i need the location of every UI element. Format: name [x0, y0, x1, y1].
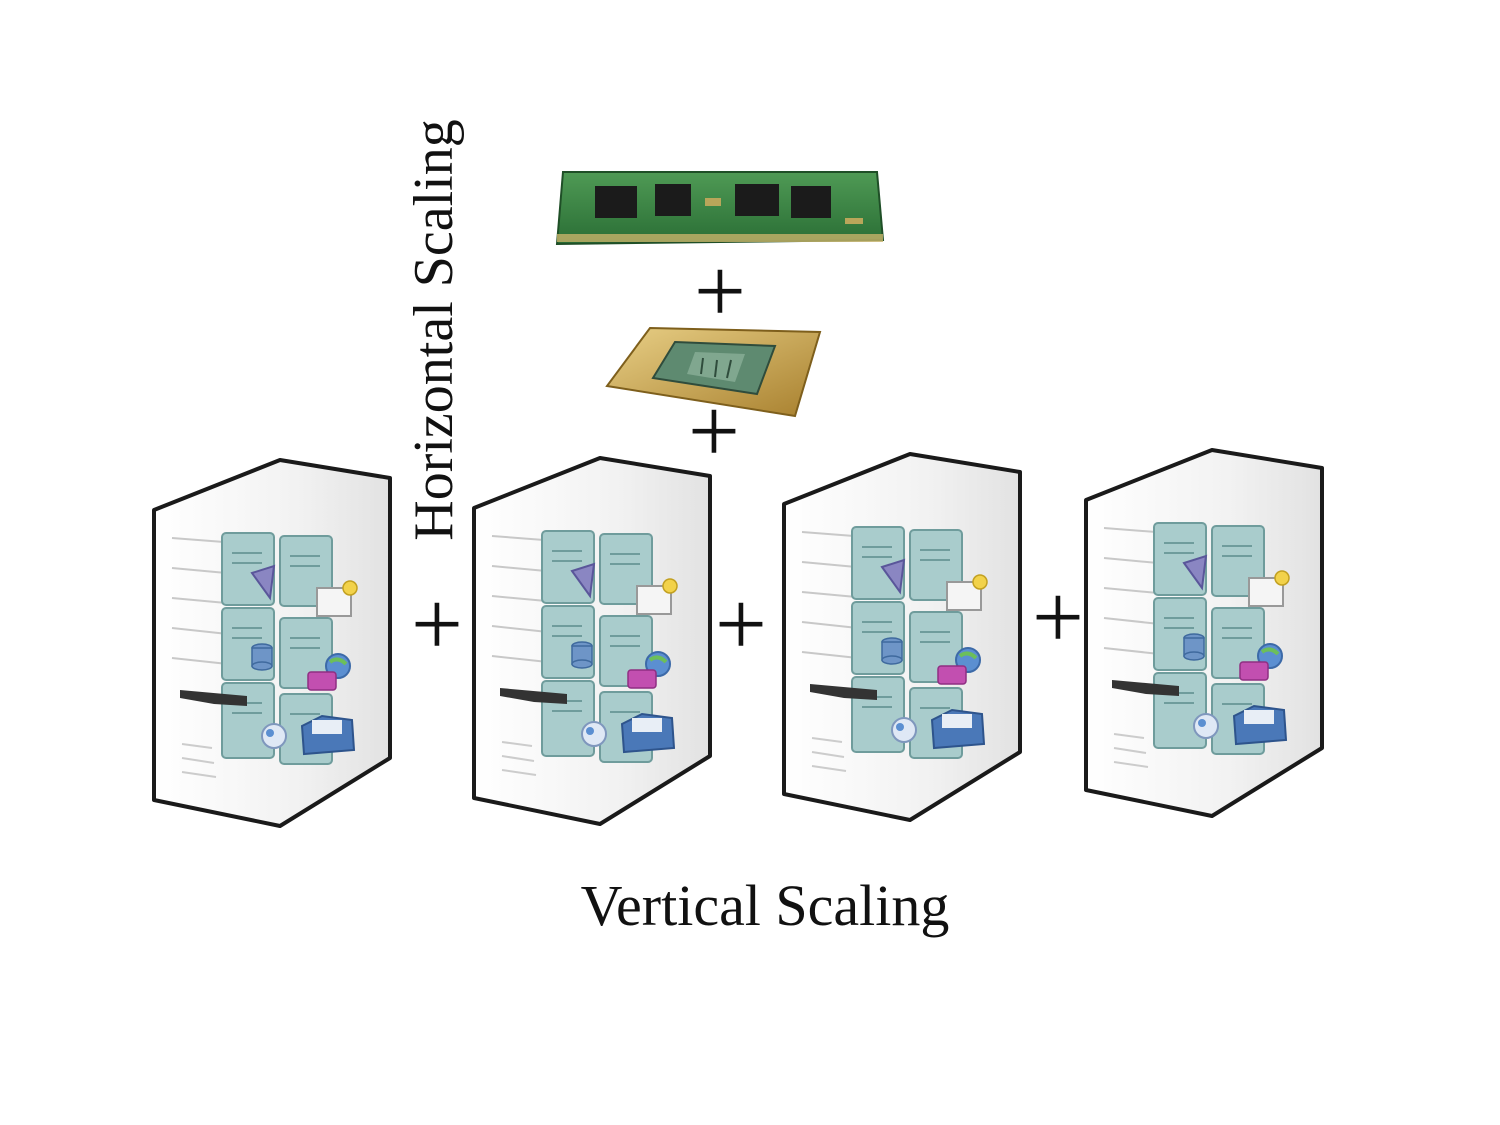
server-tower-icon-4: [1084, 448, 1324, 818]
server-tower-icon-1: [152, 458, 392, 828]
horizontal-scaling-label: Horizontal Scaling: [403, 119, 465, 541]
plus-sign-server-1-2: +: [411, 573, 463, 675]
server-tower-icon-3: [782, 452, 1022, 822]
vertical-scaling-label: Vertical Scaling: [580, 873, 950, 938]
plus-sign-server-3-4: +: [1032, 566, 1084, 668]
ram-module-icon: [556, 171, 884, 245]
server-tower-icon-2: [472, 456, 712, 826]
plus-sign-ram-cpu: +: [694, 240, 746, 342]
plus-sign-server-2-3: +: [715, 573, 767, 675]
plus-sign-cpu-server: +: [688, 380, 740, 482]
